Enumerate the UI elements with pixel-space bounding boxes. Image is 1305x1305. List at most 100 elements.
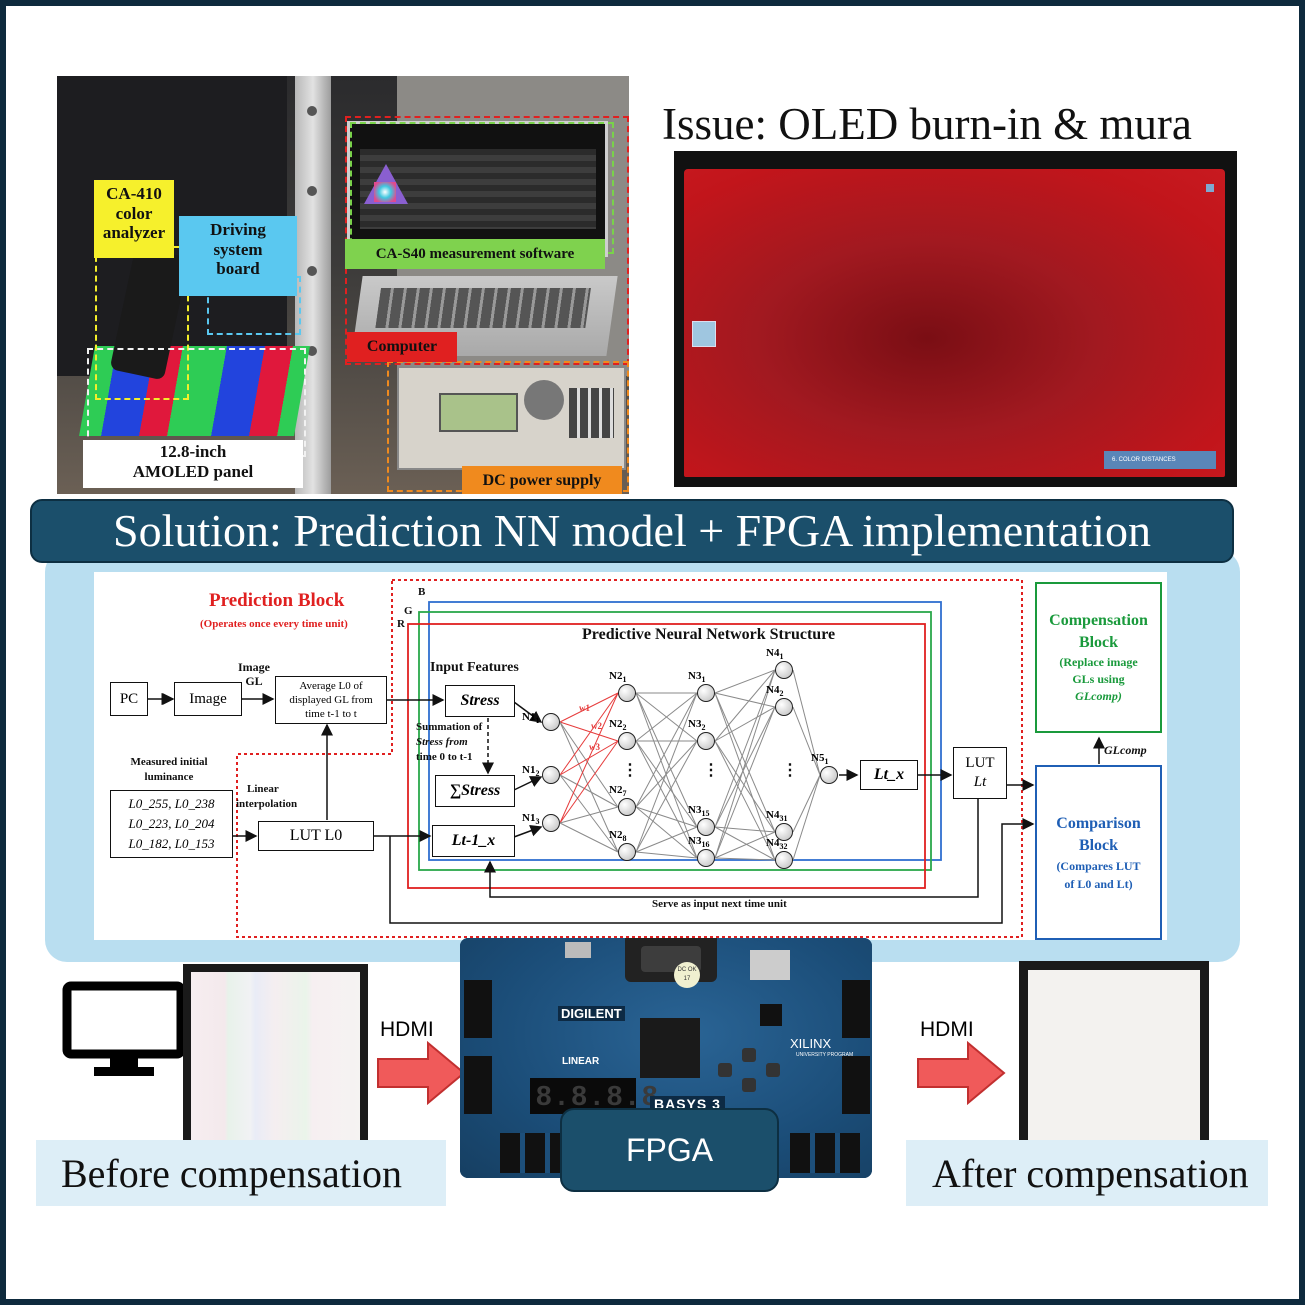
neuron-n2-7 <box>618 798 636 816</box>
nn-link <box>714 740 776 861</box>
neuron-n3-1 <box>697 684 715 702</box>
nn-link <box>635 826 698 853</box>
label-power-supply: DC power supply <box>462 466 622 494</box>
stress-box: Stress <box>445 685 515 717</box>
nn-link <box>559 692 619 723</box>
nn-link <box>792 669 821 776</box>
neuron-n4-2 <box>775 698 793 716</box>
weight-w3: w3 <box>589 742 600 752</box>
neuron-label: N22 <box>609 718 627 733</box>
neuron-n3-16 <box>697 849 715 867</box>
channel-b: B <box>418 586 426 598</box>
neuron-n4-32 <box>775 851 793 869</box>
burn-in-red-screen <box>684 169 1225 477</box>
neuron-n4-31 <box>775 823 793 841</box>
nn-link <box>635 740 698 859</box>
after-panel-photo <box>1019 961 1209 1161</box>
hdmi-right-label: HDMI <box>920 1018 974 1041</box>
diagram-lines <box>146 579 1105 938</box>
nn-link <box>714 706 776 828</box>
nn-link <box>714 692 776 708</box>
nn-link <box>635 740 698 808</box>
xilinx-logo: XILINX <box>790 1036 832 1051</box>
nn-link <box>559 774 619 808</box>
nn-link <box>635 851 698 859</box>
neuron-label: N11 <box>522 711 540 726</box>
neuron-label: N12 <box>522 764 540 779</box>
nn-link <box>635 806 698 828</box>
nn-link <box>714 669 776 694</box>
before-label: Before compensation <box>61 1151 402 1196</box>
neuron-label: N42 <box>766 684 784 699</box>
power-supply-device <box>397 366 626 470</box>
nn-link <box>635 692 698 853</box>
sum-stress-box: ∑Stress <box>435 775 515 807</box>
nn-link <box>714 706 776 742</box>
nn-link <box>635 740 698 853</box>
nn-link <box>559 721 619 853</box>
nn-link <box>714 669 776 859</box>
nn-title: Predictive Neural Network Structure <box>582 626 836 643</box>
weight-w1: w1 <box>579 703 590 713</box>
channel-g: G <box>404 605 413 617</box>
nn-link <box>559 692 619 824</box>
nn-diagram: Prediction Block (Operates once every ti… <box>94 572 1167 940</box>
next-time-label: Serve as input next time unit <box>652 898 787 910</box>
neuron-label: N431 <box>766 809 788 824</box>
neuron-n2-8 <box>618 843 636 861</box>
nn-link <box>559 806 619 824</box>
neuron-label: N315 <box>688 804 710 819</box>
channel-r: R <box>397 618 405 630</box>
nn-link <box>714 706 776 859</box>
university-program-text: UNIVERSITY PROGRAM <box>796 1052 854 1058</box>
lut-l0-box: LUT L0 <box>258 821 374 851</box>
oled-monitor-photo: 6. COLOR DISTANCES <box>674 151 1237 487</box>
nn-link <box>714 692 776 861</box>
nn-link <box>635 692 698 859</box>
neuron-label: N432 <box>766 837 788 852</box>
color-distances-overlay: 6. COLOR DISTANCES <box>1104 451 1216 469</box>
neuron-label: N41 <box>766 647 784 662</box>
ellipsis-l4: ⋮ <box>782 762 798 779</box>
glcomp-label: GLcomp <box>1104 743 1147 757</box>
nn-link <box>714 669 776 828</box>
pc-box: PC <box>110 682 148 716</box>
monitor-icon <box>62 981 186 1076</box>
nn-link <box>635 692 698 828</box>
issue-title: Issue: OLED burn-in & mura <box>662 99 1192 149</box>
nn-link <box>559 822 619 853</box>
ellipsis-l3: ⋮ <box>703 762 719 779</box>
nn-link <box>635 806 698 859</box>
neuron-label: N31 <box>688 670 706 685</box>
prediction-block-sub: (Operates once every time unit) <box>200 618 348 630</box>
neuron-n1-3 <box>542 814 560 832</box>
neuron-n3-2 <box>697 732 715 750</box>
neuron-label: N32 <box>688 718 706 733</box>
neuron-label: N13 <box>522 812 540 827</box>
nn-link <box>792 774 821 833</box>
nn-link <box>635 692 698 742</box>
neuron-label: N28 <box>609 829 627 844</box>
hdmi-right-arrow <box>917 1041 1006 1105</box>
hdmi-left-label: HDMI <box>380 1018 434 1041</box>
hdmi-left-arrow <box>377 1041 466 1105</box>
before-label-bg <box>36 1140 446 1206</box>
ellipsis-l2: ⋮ <box>622 762 638 779</box>
nn-link <box>559 692 619 776</box>
neuron-n4-1 <box>775 661 793 679</box>
neuron-n2-1 <box>618 684 636 702</box>
digilent-logo: DIGILENT <box>558 1006 625 1021</box>
nn-link <box>714 669 776 742</box>
solution-banner: Solution: Prediction NN model + FPGA imp… <box>30 499 1234 563</box>
neuron-n1-2 <box>542 766 560 784</box>
